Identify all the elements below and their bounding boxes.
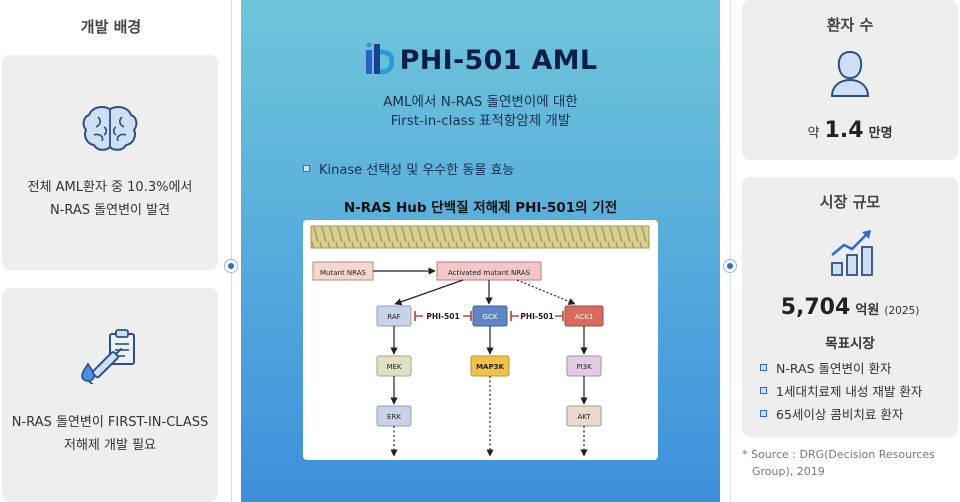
list-item: 65세이상 콤비치료 환자 (760, 402, 922, 425)
patients-prefix: 약 (807, 126, 820, 141)
product-panel: PHI-501 AML AML에서 N-RAS 돌연변이에 대한 First-i… (241, 0, 720, 502)
node-akt: AKT (566, 405, 602, 427)
product-name: PHI-501 AML (399, 44, 598, 76)
bullet-square-icon (760, 364, 767, 371)
left-divider-line (231, 0, 232, 502)
node-erk: ERK (376, 405, 412, 427)
market-size-title: 시장 규모 (819, 193, 881, 211)
feature-bullet: Kinase 선택성 및 우수한 동물 효능 (303, 159, 514, 178)
right-divider-line (730, 0, 731, 502)
cell-membrane (310, 225, 650, 249)
market-info-column: 환자 수 약 1.4 만명 시장 규모 5,704 억원 (2025) 목표시장… (740, 0, 960, 502)
svg-text:MEK: MEK (386, 363, 401, 371)
target-market-list: N-RAS 돌연변이 환자 1세대치료제 내성 재발 환자 65세이상 콤비치료… (760, 356, 922, 425)
svg-text:Activated mutant NRAS: Activated mutant NRAS (448, 269, 531, 277)
node-mutant-nras: Mutant NRAS (312, 261, 374, 281)
market-value-row: 5,704 억원 (2025) (742, 295, 958, 320)
mechanism-diagram-title: N-RAS Hub 단백질 저해제 PHI-501의 기전 (343, 200, 618, 216)
svg-text:PI3K: PI3K (576, 363, 592, 371)
subtitle-line2: First-in-class 표적항암제 개발 (390, 113, 571, 129)
inhibitor-need-line2: 저해제 개발 필요 (64, 438, 156, 453)
market-value: 5,704 (780, 295, 851, 320)
source-line2: Group), 2019 (752, 465, 825, 478)
pathway-svg: Mutant NRAS Activated mutant NRAS RAF PH… (310, 225, 650, 457)
inhibitor-need-line1: N-RAS 돌연변이 FIRST-IN-CLASS (11, 415, 209, 430)
bullet-square-icon (303, 165, 310, 172)
market-year: (2025) (884, 305, 920, 317)
development-background-column: 개발 배경 전체 AML환자 중 10.3%에서 N-RAS 돌연변이 발견 N… (0, 0, 222, 502)
list-item: 1세대치료제 내성 재발 환자 (760, 379, 922, 402)
bullet-square-icon (760, 387, 767, 394)
node-mek: MEK (376, 355, 412, 377)
development-background-title: 개발 배경 (80, 18, 142, 36)
person-icon (830, 50, 870, 97)
svg-text:RAF: RAF (387, 313, 400, 321)
node-activated-nras: Activated mutant NRAS (436, 261, 542, 281)
feature-bullet-text: Kinase 선택성 및 우수한 동물 효능 (319, 163, 515, 178)
node-map3k: MAP3K (470, 355, 510, 377)
bullet-square-icon (760, 410, 767, 417)
growth-chart-icon (831, 230, 873, 276)
target-market-title: 목표시장 (825, 336, 875, 352)
list-item: N-RAS 돌연변이 환자 (760, 356, 922, 379)
product-title: PHI-501 AML (241, 42, 720, 78)
inhibitor-need-card: N-RAS 돌연변이 FIRST-IN-CLASS 저해제 개발 필요 (2, 288, 218, 502)
node-raf: RAF (376, 305, 412, 327)
medical-kit-icon (81, 329, 135, 384)
right-divider-dot (723, 259, 737, 273)
left-divider-dot (224, 259, 238, 273)
svg-text:ERK: ERK (387, 413, 401, 421)
node-ack1: ACK1 (564, 305, 604, 327)
inhibitor-label-2: PHI-501 (510, 311, 564, 321)
svg-text:AKT: AKT (577, 413, 591, 421)
svg-text:ACK1: ACK1 (575, 313, 594, 321)
market-unit: 억원 (855, 303, 880, 318)
node-gck: GCK (472, 305, 508, 327)
svg-text:Mutant NRAS: Mutant NRAS (320, 269, 367, 277)
patients-value: 1.4 (824, 118, 864, 143)
patients-card: 환자 수 약 1.4 만명 (742, 0, 958, 160)
source-line1: * Source : DRG(Decision Resources (742, 448, 935, 461)
svg-text:PHI-501: PHI-501 (520, 312, 553, 321)
patients-value-row: 약 1.4 만명 (742, 118, 958, 143)
mechanism-diagram: Mutant NRAS Activated mutant NRAS RAF PH… (303, 220, 658, 460)
pi-logo-icon (365, 42, 394, 75)
market-size-card: 시장 규모 5,704 억원 (2025) 목표시장 N-RAS 돌연변이 환자… (742, 177, 958, 437)
source-note: * Source : DRG(Decision Resources Group)… (742, 446, 935, 480)
patients-unit: 만명 (868, 126, 893, 141)
svg-text:GCK: GCK (483, 313, 498, 321)
inhibitor-label-1: PHI-501 (414, 311, 472, 321)
mutation-finding-card: 전체 AML환자 중 10.3%에서 N-RAS 돌연변이 발견 (2, 55, 218, 270)
mutation-finding-line2: N-RAS 돌연변이 발견 (49, 203, 171, 218)
svg-text:MAP3K: MAP3K (476, 363, 504, 371)
svg-text:PHI-501: PHI-501 (426, 312, 459, 321)
node-pi3k: PI3K (566, 355, 602, 377)
subtitle-line1: AML에서 N-RAS 돌연변이에 대한 (383, 94, 578, 110)
mutation-finding-line1: 전체 AML환자 중 10.3%에서 (27, 180, 193, 195)
patients-title: 환자 수 (826, 16, 874, 34)
brain-icon (82, 106, 138, 151)
